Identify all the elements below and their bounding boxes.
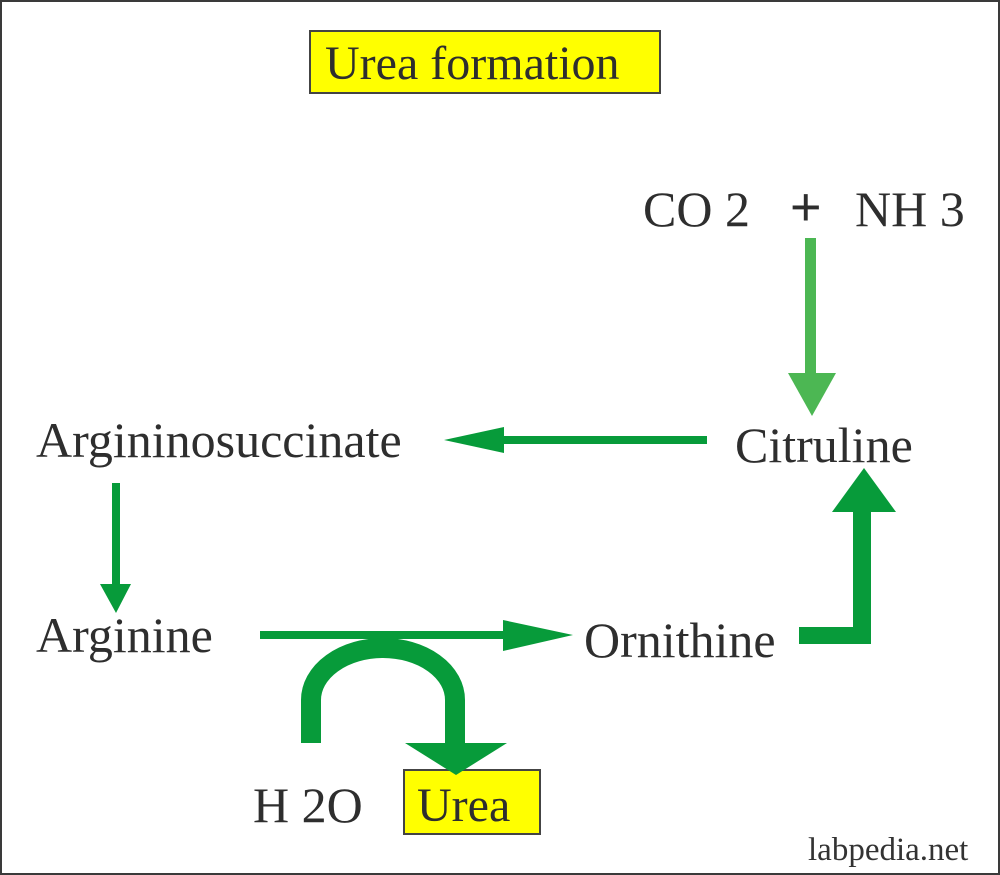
plus-sign: +: [790, 177, 822, 237]
node-argininosuccinate: Argininosuccinate: [36, 412, 402, 468]
arrow-co2-to-citruline: [788, 238, 836, 416]
title-box: Urea formation: [309, 30, 661, 94]
node-ornithine: Ornithine: [584, 612, 776, 668]
node-citruline: Citruline: [735, 417, 913, 473]
arrow-citruline-to-argininosuccinate: [444, 427, 707, 453]
arrow-argininosuccinate-to-arginine: [100, 483, 131, 613]
arrow-ornithine-to-citruline: [799, 468, 896, 644]
arrow-arginine-to-ornithine: [260, 620, 573, 651]
diagram-title: Urea formation: [325, 37, 620, 90]
urea-box: Urea: [403, 769, 541, 835]
node-co2: CO 2: [643, 181, 750, 237]
node-nh3: NH 3: [855, 181, 965, 237]
node-arginine: Arginine: [36, 607, 213, 663]
watermark: labpedia.net: [808, 832, 969, 868]
node-urea: Urea: [417, 779, 511, 832]
arrow-h2o-to-urea: [301, 638, 507, 775]
node-h2o: H 2O: [253, 777, 363, 833]
